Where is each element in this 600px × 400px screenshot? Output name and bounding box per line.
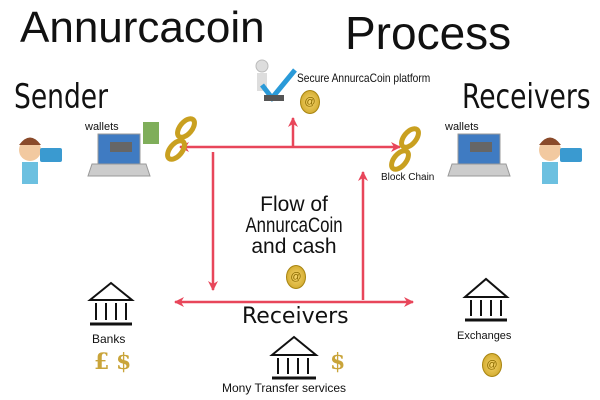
blockchain-label: Block Chain (381, 172, 435, 183)
banks-label: Banks (92, 332, 126, 346)
sender-wallets-label: wallets (85, 121, 119, 133)
platform-label: Secure AnnurcaCoin platform (297, 71, 431, 85)
sender-person-icon (19, 137, 62, 184)
exchanges-label: Exchanges (457, 330, 512, 342)
title-process: Process (345, 7, 512, 59)
cash-icon (143, 122, 159, 144)
flow-line1: Flow of (260, 193, 328, 216)
flow-text: Flow of AnnurcaCoin and cash (230, 194, 358, 257)
dollar-icon-money-transfer: $ (330, 349, 346, 375)
bank-icon-exchanges (462, 277, 510, 322)
title-annurcacoin: Annurcacoin (20, 3, 265, 52)
laptop-icon-sender (87, 133, 151, 177)
chain-icon-left (165, 116, 197, 162)
receivers-top-label: Receivers (462, 77, 591, 117)
bank-icon-banks (87, 281, 135, 326)
receiver-wallets-label: wallets (445, 121, 479, 133)
money-transfer-label: Mony Transfer services (222, 381, 347, 395)
dollar-icon-banks: $ (116, 349, 132, 375)
receiver-person-icon (539, 137, 582, 184)
laptop-icon-receiver (447, 133, 511, 177)
coin-icon-flow: @ (286, 265, 306, 289)
coin-icon-exchanges: @ (482, 353, 502, 377)
chain-icon-right (389, 126, 421, 172)
flow-line2: AnnurcaCoin (245, 214, 343, 237)
pound-icon: £ (94, 349, 110, 375)
checkmark-figure-icon (255, 59, 297, 103)
receivers-bottom-label: Receivers (242, 304, 349, 329)
sender-label: Sender (14, 77, 109, 117)
flow-line3: and cash (251, 235, 337, 258)
coin-icon-platform: @ (300, 90, 320, 114)
bank-icon-money-transfer (269, 335, 319, 380)
